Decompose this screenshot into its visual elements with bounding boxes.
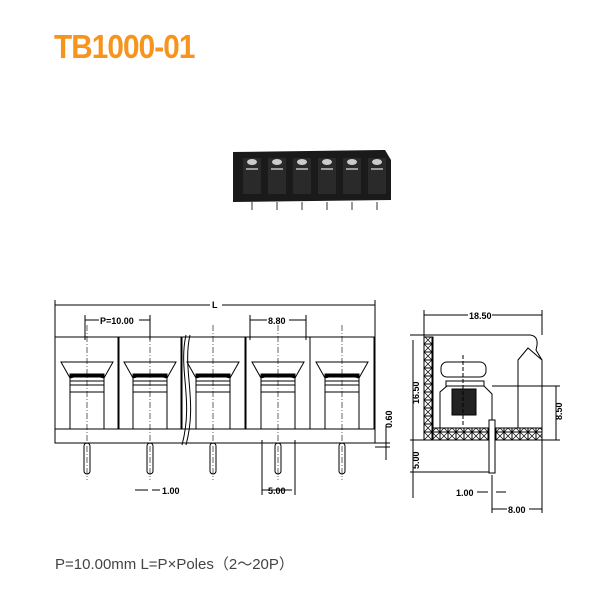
terminal-module (54, 325, 120, 480)
dim-pin-offset: 8.00 (508, 505, 526, 515)
photo-terminal-slot (318, 158, 336, 194)
dim-pin-gap: 5.00 (268, 486, 286, 496)
terminal-module (309, 325, 375, 480)
dim-base-offset: 0.60 (384, 410, 394, 428)
dim-inner-width: 8.80 (268, 316, 286, 326)
photo-terminal-slot (293, 158, 311, 194)
dim-side-pin-thickness: 1.00 (456, 488, 474, 498)
dim-pin-thickness: 1.00 (162, 486, 180, 496)
side-view: 18.50 16.50 5.00 8.50 1.00 8.00 (410, 309, 564, 515)
terminal-module (117, 325, 183, 480)
front-view: L P=10.00 8.80 0.60 1.00 5.00 (54, 298, 394, 496)
photo-terminal-slot (368, 158, 386, 194)
photo-terminal-slot (268, 158, 286, 194)
terminal-module (245, 325, 311, 480)
product-photo (233, 150, 391, 210)
product-title: TB1000-01 (54, 28, 195, 65)
dim-screw-height: 8.50 (554, 402, 564, 420)
dim-overall-length: L (212, 300, 218, 310)
spec-note: P=10.00mm L=P×Poles（2～20P） (55, 556, 294, 573)
dim-pin-length: 5.00 (411, 451, 421, 469)
dim-pitch: P=10.00 (100, 316, 134, 326)
dim-height: 16.50 (411, 381, 421, 404)
photo-terminal-slot (343, 158, 361, 194)
dim-depth: 18.50 (469, 311, 492, 321)
photo-terminal-slot (243, 158, 261, 194)
